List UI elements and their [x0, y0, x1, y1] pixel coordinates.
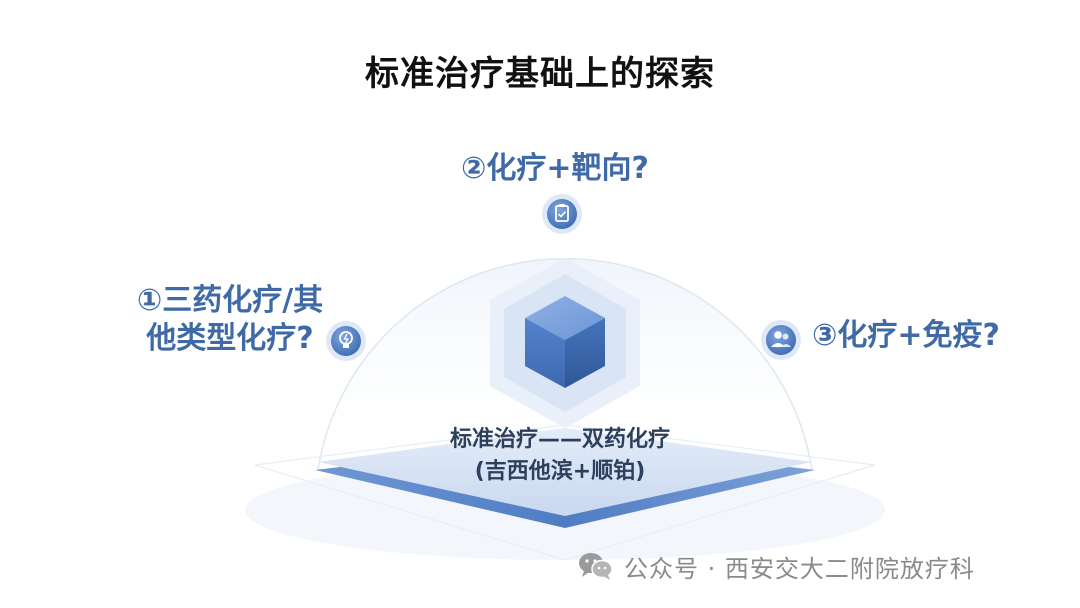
node-label-immune-text: ③化疗+免疫?: [812, 318, 1000, 353]
node-label-triple-chemo-line2: 他类型化疗?: [146, 321, 314, 356]
lightbulb-icon: [326, 321, 366, 361]
node-label-immune: ③化疗+免疫?: [812, 317, 1032, 355]
watermark: 公众号 · 西安交大二附院放疗科: [578, 548, 975, 584]
platform-top: [318, 428, 812, 516]
page-title: 标准治疗基础上的探索: [365, 54, 715, 94]
users-icon: [761, 320, 801, 360]
node-label-targeted: ②化疗+靶向?: [440, 150, 670, 188]
node-label-triple-chemo: ①三药化疗/其 他类型化疗?: [95, 282, 365, 358]
watermark-text: 公众号 · 西安交大二附院放疗科: [624, 554, 975, 583]
wechat-icon: [579, 553, 613, 580]
node-label-targeted-text: ②化疗+靶向?: [461, 151, 649, 186]
cube-icon: [525, 296, 605, 388]
center-label-line2: (吉西他滨+顺铂): [474, 459, 646, 484]
center-label-line1: 标准治疗——双药化疗: [449, 427, 670, 452]
center-label: 标准治疗——双药化疗 (吉西他滨+顺铂): [400, 424, 720, 488]
floor-outline: [254, 424, 876, 561]
node-label-triple-chemo-line1: ①三药化疗/其: [136, 283, 324, 318]
clipboard-icon: [542, 194, 582, 234]
